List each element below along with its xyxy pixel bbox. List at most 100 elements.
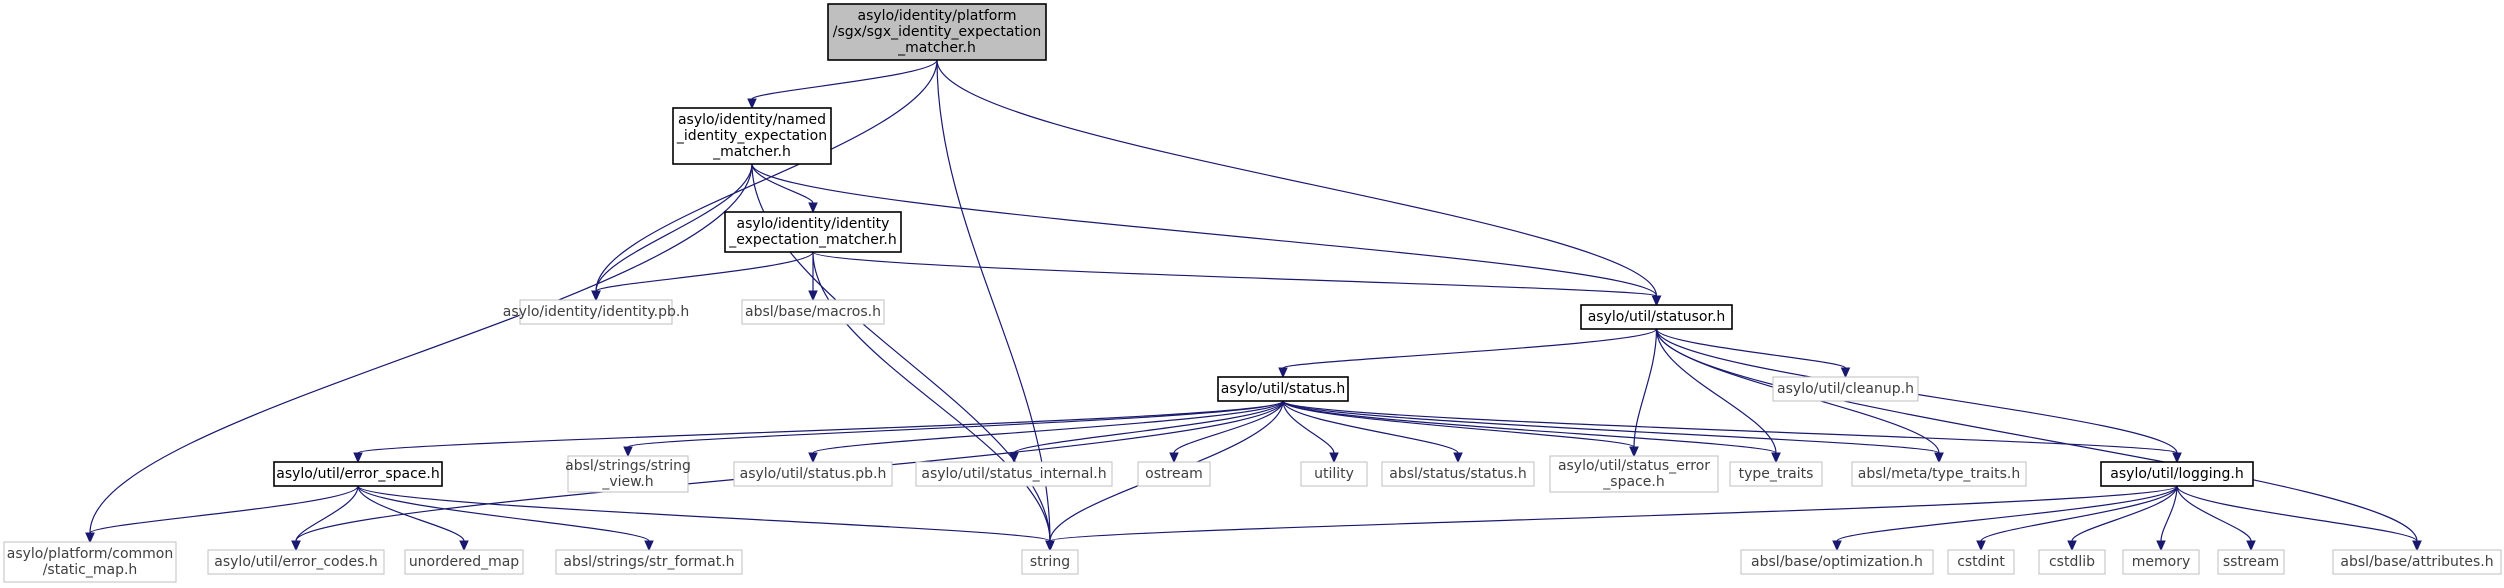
node-named-iem[interactable]: asylo/identity/named_identity_expectatio… xyxy=(672,107,832,165)
edge-line xyxy=(2176,485,2418,542)
edge-root-to-named_iem xyxy=(747,59,938,110)
node-label-line: _space.h xyxy=(1602,474,1664,490)
edge-statusor-to-cleanup xyxy=(1655,328,1851,379)
arrowhead xyxy=(1629,446,1639,458)
arrowhead xyxy=(2067,540,2077,552)
edge-line xyxy=(357,485,650,542)
edge-line xyxy=(1655,328,1847,369)
edge-line xyxy=(1282,400,1335,454)
edge-line xyxy=(1633,328,1658,448)
edges-layer xyxy=(85,59,2422,552)
node-root[interactable]: asylo/identity/platform/sgx/sgx_identity… xyxy=(827,3,1047,61)
node-identity-em[interactable]: asylo/identity/identity_expectation_matc… xyxy=(724,211,902,253)
node-box xyxy=(207,549,385,575)
edge-status-to-logging xyxy=(1282,400,2182,464)
node-type-traits: type_traits xyxy=(1729,461,1823,487)
arrowhead xyxy=(1169,452,1179,464)
edge-line xyxy=(357,485,1051,542)
node-string-view: absl/strings/string_view.h xyxy=(565,455,691,493)
node-label-line: _matcher.h xyxy=(897,40,976,56)
edge-line xyxy=(1282,328,1658,369)
arrowhead xyxy=(747,98,757,110)
edge-identity_em-to-identity_pb xyxy=(591,251,814,302)
node-memory: memory xyxy=(2122,549,2200,575)
edge-line xyxy=(89,485,359,534)
node-box xyxy=(1729,461,1823,487)
edge-logging-to-cstdlib xyxy=(2067,485,2178,552)
node-box xyxy=(1549,455,1719,493)
arrowhead xyxy=(2246,540,2256,552)
node-unordered-map: unordered_map xyxy=(404,549,524,575)
arrowhead xyxy=(1278,367,1288,379)
arrowhead xyxy=(1771,452,1781,464)
node-label-line: utility xyxy=(1314,466,1354,482)
node-label-line: _identity_expectation xyxy=(676,128,827,144)
node-label-line: asylo/util/error_codes.h xyxy=(214,554,377,570)
edge-error_space-to-string xyxy=(357,485,1055,552)
edge-logging-to-string xyxy=(1045,485,2178,552)
node-box xyxy=(915,461,1113,487)
node-box xyxy=(672,107,832,165)
edge-line xyxy=(1655,328,1777,454)
edge-line xyxy=(1013,400,1284,454)
node-box xyxy=(2038,549,2106,575)
node-label-line: asylo/identity/identity.pb.h xyxy=(503,304,689,320)
edge-line xyxy=(595,251,814,292)
edge-logging-to-sstream xyxy=(2176,485,2256,552)
node-identity-pb: asylo/identity/identity.pb.h xyxy=(503,299,689,325)
arrowhead xyxy=(291,540,301,552)
node-box xyxy=(1580,304,1733,330)
node-absl-status: absl/status/status.h xyxy=(1381,461,1535,487)
edge-line xyxy=(812,251,1051,542)
edge-error_space-to-str_format xyxy=(357,485,654,552)
edge-line xyxy=(89,163,753,534)
nodes-layer: asylo/identity/platform/sgx/sgx_identity… xyxy=(3,3,2502,583)
node-box xyxy=(2122,549,2200,575)
node-meta-type-traits: absl/meta/type_traits.h xyxy=(1851,461,2027,487)
node-status-internal: asylo/util/status_internal.h xyxy=(915,461,1113,487)
edge-line xyxy=(627,400,1284,448)
node-box xyxy=(404,549,524,575)
node-error-space[interactable]: asylo/util/error_space.h xyxy=(273,461,443,487)
edge-statusor-to-status_error_space xyxy=(1629,328,1658,458)
edge-line xyxy=(595,163,753,292)
edge-line xyxy=(2176,485,2252,542)
node-label-line: absl/base/optimization.h xyxy=(1751,554,1923,570)
arrowhead xyxy=(808,290,818,302)
node-status-error-space: asylo/util/status_error_space.h xyxy=(1549,455,1719,493)
edge-line xyxy=(751,163,1658,297)
arrowhead xyxy=(459,540,469,552)
edge-line xyxy=(1282,400,1940,454)
edge-status-to-meta_type_traits xyxy=(1282,400,1944,464)
edge-line xyxy=(1049,485,2178,542)
edge-line xyxy=(1836,485,2178,542)
arrowhead xyxy=(1453,452,1463,464)
arrowhead xyxy=(2156,540,2166,552)
edge-logging-to-memory xyxy=(2156,485,2178,552)
node-label-line: /static_map.h xyxy=(43,562,138,578)
node-box xyxy=(1217,376,1349,402)
edge-line xyxy=(812,400,1284,454)
node-box xyxy=(724,211,902,253)
edge-line xyxy=(1282,400,1777,454)
edge-logging-to-optimization xyxy=(1832,485,2178,552)
edge-line xyxy=(1655,328,2418,542)
node-box xyxy=(1021,549,1079,575)
node-logging[interactable]: asylo/util/logging.h xyxy=(2100,461,2254,487)
node-statusor[interactable]: asylo/util/statusor.h xyxy=(1580,304,1733,330)
node-box xyxy=(2100,461,2254,487)
edge-line xyxy=(357,485,465,542)
node-label-line: asylo/util/statusor.h xyxy=(1588,309,1726,325)
node-box xyxy=(2332,549,2502,575)
node-box xyxy=(1851,461,2027,487)
edge-statusor-to-type_traits xyxy=(1655,328,1781,464)
edge-statusor-to-status xyxy=(1278,328,1658,379)
node-label-line: ostream xyxy=(1145,466,1203,482)
arrowhead xyxy=(1045,540,1055,552)
node-box xyxy=(519,299,673,325)
edge-logging-to-attributes xyxy=(2176,485,2422,552)
node-str-format: absl/strings/str_format.h xyxy=(555,549,743,575)
node-status[interactable]: asylo/util/status.h xyxy=(1217,376,1349,402)
edge-status-to-ostream xyxy=(1169,400,1284,464)
edge-status-to-absl_status xyxy=(1282,400,1463,464)
